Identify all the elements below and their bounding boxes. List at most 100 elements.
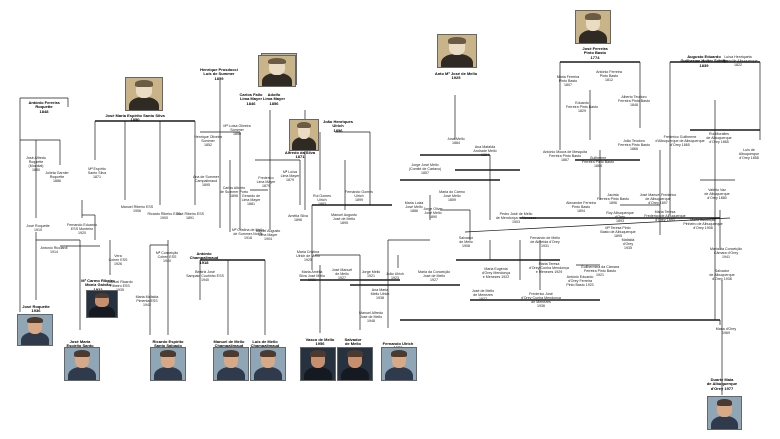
person-jose-maria-espirito-santo-silva: José Maria Espírito Santo Silva 1850 [105,113,165,123]
person-maria-cristina-ulrich: Maria Cristina Ulrich de Mello 1925 [296,250,320,262]
person-mafalda-orey: Mafalda d'Orey 1935 [621,238,635,250]
person-frederico-orey: Frederico José d'Orey Cunha Mendonça de … [521,292,561,308]
person-carlos-alberto-summer: Carlos Alberto de Summer Porto 1896 [219,186,249,198]
jose-de-mello-portrait [437,34,477,68]
person-maria-assuncao: Maria Assunção Pinheiro de Albuquerque d… [683,218,723,230]
person-frederico-guilherme: Frederico Guilherme d'Albuquerque de Alb… [655,135,705,147]
person-augusto-eduardo: Augusto Eduardo Guilherme Holter Schiffo… [680,54,728,68]
person-concei-cohen-ess: Mª Conceição Cohen ESS 1940 [155,251,179,263]
person-luis-albuquerque: Luís de Albuquerque d'Orey 1858 [738,148,760,160]
person-luisa-oliveira-summer: Mª Luísa Oliveira Sommer 1850 [223,124,251,136]
vasco-de-mello-portrait [300,347,336,381]
person-valerio-vaz: Valério Vaz de Albuquerque d'Orey 1880 [704,188,730,200]
person-salvador-mello-1908: Salvador de Mello 1908 [458,236,474,248]
person-jorge-oliver: Jorge Oliver José Mello 1890 [423,207,443,219]
person-jose-manuel-mello: José Manuel de Mello 1927 [331,268,353,280]
person-jose-ribeiro-ess: José Ribeiro ESS 1891 [175,212,205,220]
person-jose-mello-1884: José Mello 1884 [447,137,465,145]
person-carlos-fallo-lima-mayer: Carlos Fallo Lima Mayer 1846 [239,92,263,106]
person-antonio-champalimaud: António Champalimaud 1918 [189,251,219,265]
person-vera-cohen-ess: Vera Cohen ESS 1926 [108,254,128,266]
person-jose-ferreira-pinto-basto: José Ferreira Pinto Basto 1774 [582,46,608,60]
person-antonio-ferreira-roquette: António Ferreira Roquette 1848 [28,100,60,114]
jose-maria-ess-portrait [125,77,163,111]
person-henrique-prosdocci: Henrique Prosdocci Luís de Summer 1859 [200,67,238,81]
person-carmo-ribeiro: Mª Carmo Ribeiro Moniz Galvão 1922 [81,278,115,292]
person-jose-roquette-1936: José Roquette 1936 [22,304,50,314]
person-julieta-garnier-roquette: Julieta Garnier Roquette 1886 [45,171,69,183]
person-maria-teresa-frederico: Maria Teresa Frederico de Albuquerque d'… [644,210,686,222]
person-jorge-mello: Jorge Mello 1921 [361,270,381,278]
person-eduardo-pinto-basto: Eduardo Ferreira Pinto Basto 1829 [566,101,598,113]
person-alfredo-da-silva: Alfredo da Silva 1871 [284,150,316,160]
person-fernando-gomes-ulrich: Fernando Gomes Ulrich 1899 [345,190,373,202]
person-maria-teresa-orey: Maria Teresa d'Orey Cunha Mendonça e Men… [529,262,569,274]
person-maria-espirito-santo-silva: Mª Espírito Santo Silva 1871 [87,167,107,179]
person-antonio-pinto-basto: António Ferreira Pinto Basto 1812 [596,70,622,82]
person-rui-gomes-ulrich: Rui Gomes Ulrich 1883 [313,194,331,206]
person-antonio-moura: António Moura de Mesquita Ferreira Pinto… [543,150,587,162]
ricardo-salgado-portrait [150,347,186,381]
person-henrique-oliveira-sommer: Henrique Oliveira Sommer 1852 [194,135,222,147]
person-maria-conceicao-camara: Maria da Conceição Câmara d'Orey 1941 [710,247,742,259]
person-maria-orey: Maria d'Orey 1969 [715,327,737,335]
person-jacinta-pinto-basto: Jacinta Ferreira Pinto Basto 1896 [597,193,629,205]
person-antonio-ricciardi: Antonio Ricciardi 1914 [40,246,68,254]
carmo-ribeiro-portrait [86,290,118,318]
person-amelia-silva: Amélia Silva 1896 [288,214,308,222]
person-jose-de-mello-1927: José de Mello de Menezes 1927 [471,289,495,301]
luis-champalimaud-portrait [250,347,286,381]
alfredo-da-silva-portrait [289,119,319,151]
person-joao-teodoro: João Teodoro Ferreira Pinto Basto 1866 [618,139,650,151]
person-miguel-augusto-lima: Miguel Augusto Lima Mayer 1904 [255,229,281,241]
person-frederico-lima-mayer: Frederico Lima Mayer 1879 [256,176,276,188]
person-joao-ulrich: João Ulrich 1923 [386,272,404,280]
person-rui-moralles: Rui Moralles de Albuquerque d'Orey 1865 [706,132,732,144]
person-vasco-de-mello: Vasco de Mello 1956 [305,337,335,347]
person-maria-amelia-mello: Maria Amélia Silva José Mello 1921 [299,270,325,282]
person-manuel-ribeiro-ess: Manuel Ribeiro ESS 1906 [120,205,154,213]
connector-line [464,217,731,233]
person-manuel-alfredo-mello: Manuel Alfredo José de Mello 1948 [359,311,383,323]
person-cristina-de-mello: Mª Cristina de Mello de Summer-Noble 191… [231,228,265,240]
person-fernando-mello-d-orey: Fernando de Mello de Almeida d'Orey 1931 [530,236,560,248]
person-jose-roquette-1910: José Roquette 1910 [26,224,50,232]
person-maria-mafalda-ess: Maria Mafalda Pimenta ESS 1942 [135,295,159,307]
person-joao-henriques-ulrich: João Henriques Ulrich 1856 [322,119,354,133]
person-manuel-augusto-mello: Manuel Augusto José de Mello 1895 [331,213,357,225]
person-guilherme-pinto-basto: Guilherme Ferreira Pinto Basto 1864 [582,156,614,168]
person-luisa-lima-mayer: Mª Luísa Lima Mayer 1879 [280,170,300,182]
person-ana-mafalda: Ana Mafalda Andrade Mello 1884 [473,145,497,157]
duarte-maia-portrait [707,396,742,430]
person-salvador-albuquerque: Salvador de Albuquerque d'Orey 1938 [709,269,735,281]
person-jose-manuel-frederico: José Manuel Frederico de Albuquerque d'O… [639,193,677,205]
person-maria-eugenia: Maria Eugénia d'Orey Mendonça e Menezes … [481,267,511,279]
person-ana-maria-ulrich: Ana Maria Mello Ulrich 1938 [370,288,390,300]
person-beatriz-ess: Beatriz José Sampaio Coutinho ESS 1940 [186,270,224,282]
person-maria-luiza-mello: Maria Luiza José Mello 1886 [404,201,424,213]
person-ricardo-ribeiro-ess: Ricardo Ribeiro ESS 1900 [147,212,181,220]
jose-ferreira-pinto-basto-portrait [575,10,611,44]
person-jose-alfredo-roquette: José Alfredo Roquette (Mundial) 1880 [26,156,46,172]
person-fernando-eduardo-ess: Fernando Eduardo ESS Monteiro 1920 [67,223,97,235]
person-maria-teresa-pinto: Mª Teresa Pinto Basto de Albuquerque 189… [600,226,636,238]
person-jose-jose-mello: Jorge José Mello (Comité de Cartaxo) 185… [408,163,442,175]
person-maria-carmo-mello: Maria do Carmo José Mello 1859 [439,190,465,202]
person-manuel-ricardo-ess: Manuel Ricardo Ribeiro ESS 1935 [107,280,133,292]
fernando-ulrich-portrait [381,347,417,381]
person-duarte-maia: Duarte Maia de Albuquerque d'Orey 1977 [706,377,738,391]
person-ruy-albuquerque: Ruy Albuquerque d'Orey 1893 [606,211,634,223]
person-adolfo-lima-mayer: Adolfo Lima Mayer 1856 [262,92,286,106]
person-luisa-henriqueta: Luísa Henriqueta Longueville Albuquerque… [718,55,758,67]
person-ana-summer: Ana de Summer Campalimaud 1895 [193,175,219,187]
jose-maria-ricciardi-portrait [64,347,100,381]
adolfo-lima-mayer-portrait [258,55,296,87]
person-jose-de-mello: Anto Mª José de Mello 1925 [434,71,478,81]
person-antonio-eduardo-orey: António Eduardo d'Orey Ferreira Pinto Ba… [566,275,594,287]
salvador-de-mello-portrait [337,347,373,381]
person-maria-ferreira-pinto: Maria Ferreira Pinto Basto 1807 [556,75,580,87]
person-gerardo-lima-mayer: Gerardo de Lima Mayer 1881 [241,194,261,206]
person-alberto-pinto-basto: Alberto Teodoro Ferreira Pinto Basto 184… [618,95,650,107]
